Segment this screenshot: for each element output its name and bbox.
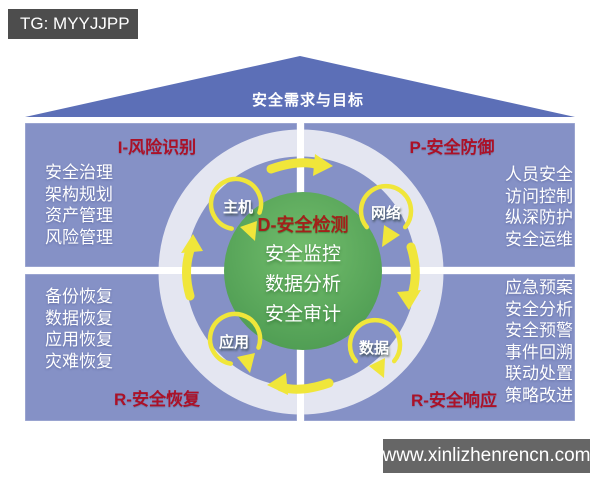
items-security-response: 应急预案 安全分析 安全预警 事件回溯 联动处置 策略改进: [505, 277, 573, 407]
ring-label-network: 网络: [370, 205, 401, 222]
items-risk-identification: 安全治理 架构规划 资产管理 风险管理: [45, 162, 113, 248]
rotation-arrow-left: [182, 245, 195, 301]
list-item: 应用恢复: [45, 330, 113, 349]
items-security-recovery: 备份恢复 数据恢复 应用恢复 灾难恢复: [45, 286, 113, 372]
data-arrowhead-icon: [369, 358, 385, 378]
list-item: 人员安全: [505, 165, 573, 184]
center-circle: [224, 192, 382, 350]
network-arrowhead-icon: [382, 225, 400, 247]
label-circle-arrowheads: [237, 221, 400, 378]
list-item: 架构规划: [45, 184, 113, 204]
arrowhead-right-icon: [313, 154, 333, 176]
quadrant-title-security-recovery: R-安全恢复: [114, 390, 200, 409]
center-items: 安全监控 数据分析 安全审计: [228, 240, 378, 330]
list-item: 备份恢复: [45, 287, 113, 306]
list-item: 访问控制: [505, 186, 573, 206]
arrowhead-down-icon: [397, 290, 421, 310]
list-item: 安全分析: [505, 299, 573, 319]
list-item: 安全治理: [45, 163, 113, 182]
rotation-arrowheads: [181, 154, 421, 395]
ring-label-application: 应用: [218, 334, 249, 351]
quadrant-title-risk-identification: I-风险识别: [117, 138, 197, 157]
data-circle-arrow: [347, 317, 403, 364]
application-arrowhead-icon: [237, 353, 255, 373]
application-circle-arrow: [207, 311, 263, 366]
watermark-url-text: www.xinlizhenrencn.com: [382, 445, 591, 466]
list-item: 数据恢复: [45, 308, 113, 328]
list-item: 安全预警: [505, 321, 573, 341]
items-security-defense: 人员安全 访问控制 纵深防护 安全运维: [505, 164, 573, 250]
center-item: 安全审计: [264, 304, 341, 325]
list-item: 风险管理: [45, 227, 113, 247]
roof-triangle: [25, 56, 575, 117]
ring-label-data: 数据: [358, 340, 389, 357]
watermark-tag-box: TG: MYYJJPP: [8, 9, 138, 39]
center-item: 数据分析: [264, 274, 341, 295]
host-arrowhead-icon: [240, 221, 257, 241]
watermark-url-box: www.xinlizhenrencn.com: [382, 439, 591, 473]
list-item: 资产管理: [45, 206, 113, 225]
ring-label-host: 主机: [222, 199, 253, 216]
quadrant-title-security-defense: P-安全防御: [409, 138, 495, 157]
host-circle-arrow: [208, 176, 264, 231]
list-item: 事件回溯: [505, 342, 573, 362]
list-item: 安全运维: [505, 229, 573, 249]
arrowhead-up-icon: [181, 234, 203, 253]
rotation-arrow-right: [406, 242, 420, 300]
network-circle-arrow: [358, 183, 414, 230]
list-item: 联动处置: [505, 364, 573, 384]
center-title: D-安全检测: [257, 215, 349, 235]
center-item: 安全监控: [264, 244, 341, 265]
list-item: 纵深防护: [505, 208, 573, 227]
roof-title: 安全需求与目标: [251, 92, 364, 109]
list-item: 策略改进: [505, 385, 573, 405]
arrowhead-left-icon: [267, 373, 288, 395]
list-item: 应急预案: [505, 278, 573, 297]
label-circle-arrows: [207, 176, 414, 366]
list-item: 灾难恢复: [45, 351, 113, 371]
quadrant-title-security-response: R-安全响应: [411, 391, 497, 410]
watermark-tag-text: TG: MYYJJPP: [20, 14, 130, 33]
